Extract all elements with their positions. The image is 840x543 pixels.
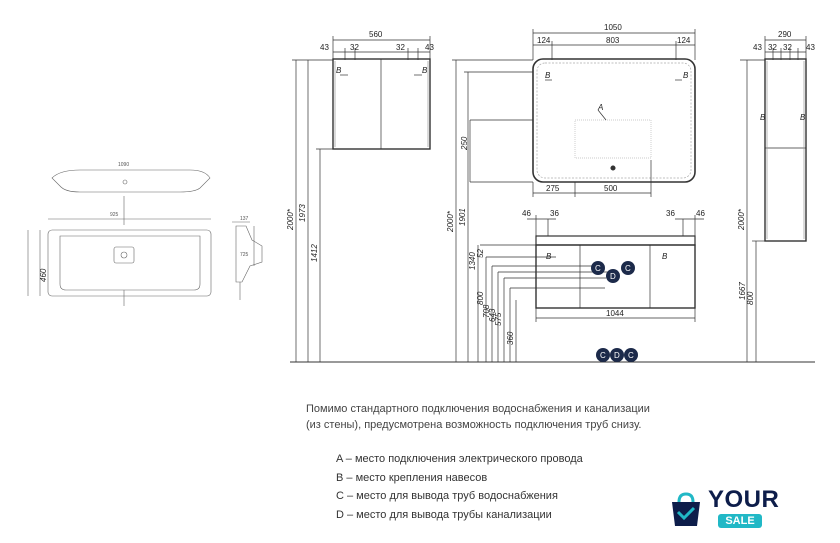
description-line-1: Помимо стандартного подключения водоснаб…	[306, 403, 650, 415]
description-text: Помимо стандартного подключения водоснаб…	[306, 401, 686, 433]
pipe-markers-vanity: C D C	[591, 261, 635, 283]
marker-b: B	[800, 113, 806, 122]
marker-b: B	[422, 66, 428, 75]
dim-side-a: 137	[240, 216, 249, 222]
dim-mirror-b: 500	[604, 184, 618, 193]
marker-b: B	[546, 252, 552, 261]
yoursale-logo: YOUR SALE	[666, 486, 796, 532]
vanity-unit	[480, 215, 704, 362]
dim-h-mirror-a: 250	[460, 136, 469, 151]
dim-h-mirror-bottom: 1901	[458, 208, 467, 226]
dim-h-pencil-bottom: 800	[746, 291, 755, 305]
dim-wall-side-right: 43	[425, 43, 434, 52]
dim-h-wall-top: 1973	[298, 204, 307, 222]
legend-item-a: A – место подключения электрического про…	[336, 453, 583, 465]
dim-h-pencil: 1667	[738, 282, 747, 300]
marker-c: C	[600, 351, 606, 360]
marker-b: B	[760, 113, 766, 122]
dim-side-b: 725	[240, 252, 249, 258]
marker-c: C	[625, 264, 631, 273]
sink-plan	[27, 169, 212, 306]
dim-h-total-1: 2000*	[286, 208, 295, 231]
dim-vanity-left-a: 46	[522, 209, 531, 218]
legend-item-b: B – место крепления навесов	[336, 471, 488, 484]
dim-v-800: 800	[476, 291, 485, 305]
dim-sink-width: 1090	[118, 162, 129, 168]
dim-vanity-width: 1044	[606, 309, 624, 318]
marker-b: B	[336, 66, 342, 75]
sink-side	[232, 221, 263, 300]
dim-wall-side-left: 43	[320, 43, 329, 52]
dim-mirror-a: 275	[546, 184, 560, 193]
dim-h-total-2: 2000*	[446, 210, 455, 233]
dim-pencil-side-right: 43	[806, 43, 815, 52]
logo-text-your: YOUR	[708, 486, 780, 513]
dim-h-total-3: 2000*	[737, 208, 746, 231]
dim-sink-inner: 925	[110, 212, 119, 218]
dim-vanity-left-b: 36	[550, 209, 559, 218]
dim-vanity-right-a: 36	[666, 209, 675, 218]
dim-v-52: 52	[476, 249, 485, 258]
dim-pencil-inner-right: 32	[783, 43, 792, 52]
dim-pencil-side-left: 43	[753, 43, 762, 52]
dim-wall-inner-right: 32	[396, 43, 405, 52]
legend-item-d: D – место для вывода трубы канализации	[336, 508, 552, 521]
technical-drawing: 560 43 32 32 43 1050 124 803 124 275 500…	[27, 23, 815, 363]
marker-c: C	[595, 264, 601, 273]
logo-text-sale: SALE	[718, 514, 762, 528]
dim-pencil-width: 290	[778, 30, 792, 39]
dim-v-360: 360	[506, 331, 515, 345]
marker-b: B	[683, 71, 689, 80]
marker-d: D	[614, 351, 620, 360]
dim-mirror-width: 1050	[604, 23, 622, 32]
dim-mirror-side-right: 124	[677, 36, 691, 45]
dim-pencil-inner-left: 32	[768, 43, 777, 52]
description-line-2: (из стены), предусмотрена возможность по…	[306, 419, 642, 431]
pencil-case	[740, 36, 807, 362]
dim-v-643: 643	[488, 308, 497, 322]
dim-wall-inner-left: 32	[350, 43, 359, 52]
dim-mirror-center: 803	[606, 36, 620, 45]
marker-c: C	[628, 351, 634, 360]
dim-h-wall-bottom: 1412	[310, 244, 319, 262]
marker-a: A	[597, 103, 603, 112]
legend-item-c: C – место для вывода труб водоснабжения	[336, 490, 558, 503]
legend: A – место подключения электрического про…	[336, 450, 583, 524]
dim-vanity-right-b: 46	[696, 209, 705, 218]
dim-v-708: 708	[482, 304, 491, 318]
dim-h-vanity-top: 1340	[468, 252, 477, 270]
dim-wall-cabinet-width: 560	[369, 30, 383, 39]
pipe-markers-floor: C D C	[596, 348, 638, 362]
marker-b: B	[545, 71, 551, 80]
shopping-bag-icon	[672, 492, 700, 526]
marker-d: D	[610, 272, 616, 281]
marker-b: B	[662, 252, 668, 261]
wall-cabinet	[332, 36, 431, 150]
dim-v-575: 575	[494, 312, 503, 326]
dim-sink-depth: 460	[39, 268, 48, 282]
mirror	[532, 29, 696, 197]
dim-mirror-side-left: 124	[537, 36, 551, 45]
